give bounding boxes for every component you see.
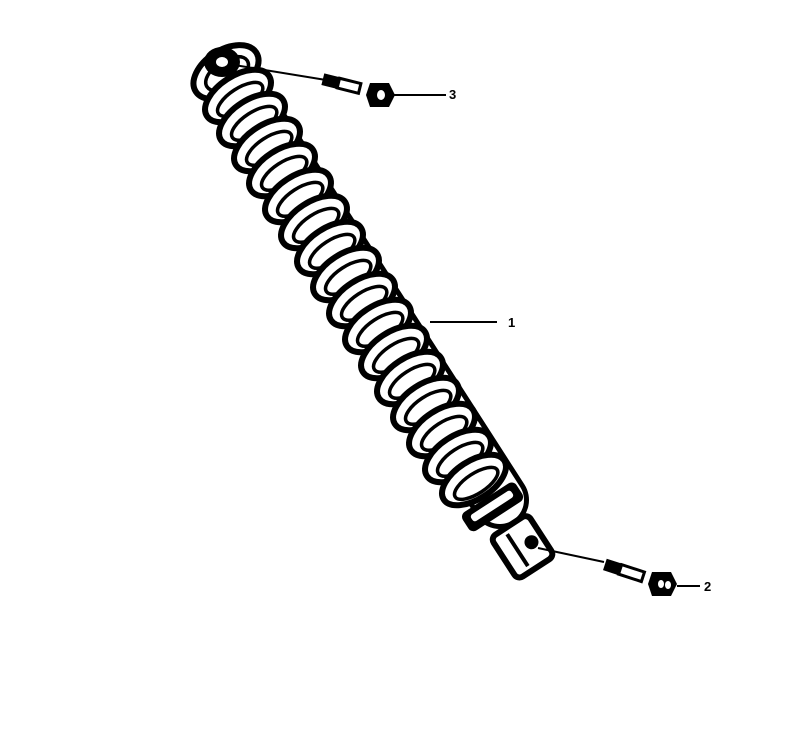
- lower-spring-seat: [462, 482, 524, 532]
- lower-mounting-bolt: [537, 547, 677, 596]
- lower-bolt-axis-line: [537, 547, 605, 563]
- callout-label-part-3: 3: [449, 87, 457, 102]
- shock-absorber: [190, 42, 556, 581]
- callout-label-part-1: 1: [508, 315, 516, 330]
- upper-bolt-axis-line: [227, 63, 327, 81]
- coil-spring: [190, 42, 509, 509]
- lower-clevis-mount: [489, 513, 556, 581]
- upper-mounting-bolt: [227, 63, 395, 107]
- upper-eye-mount: [204, 47, 240, 77]
- callout-label-part-2: 2: [704, 579, 712, 594]
